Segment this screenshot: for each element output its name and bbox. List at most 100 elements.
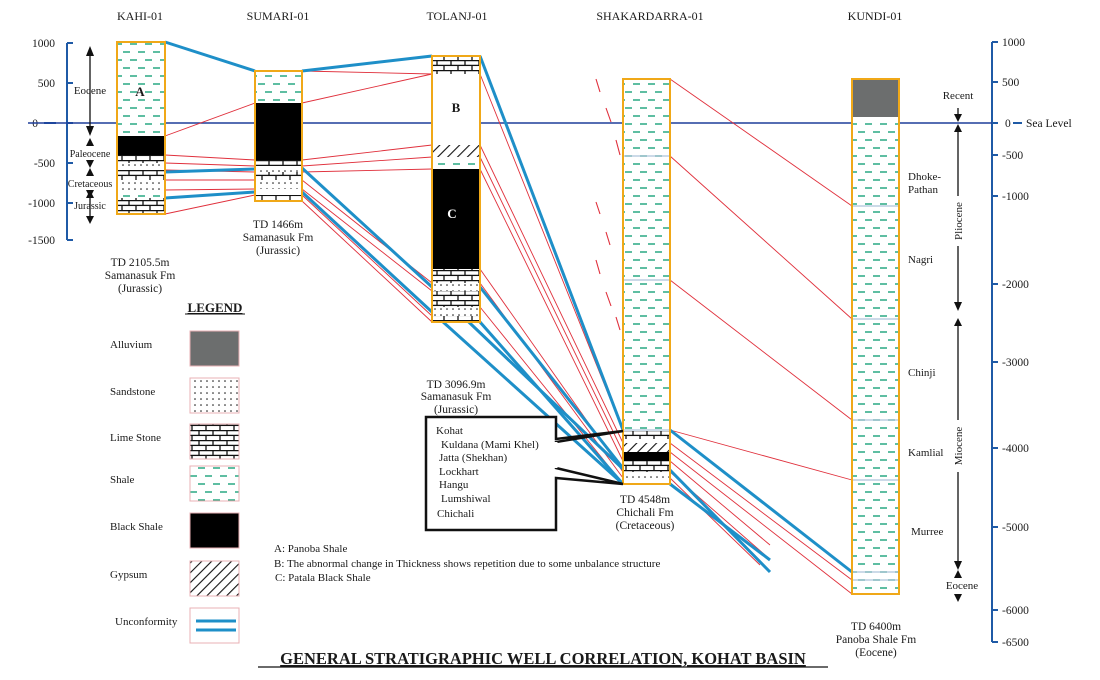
correlation-line (164, 194, 256, 215)
callout-item: Lockhart (439, 466, 479, 478)
callout-item: Kuldana (Mami Khel) (441, 439, 539, 451)
svg-text:Chichali Fm: Chichali Fm (616, 507, 673, 519)
unconformity-line (300, 190, 434, 314)
td-label-sumari: TD 1466m Samanasuk Fm (Jurassic) (243, 219, 314, 257)
well-title-sumari: SUMARI-01 (247, 9, 310, 23)
correlation-line (164, 162, 256, 167)
age-label-recent: Recent (943, 90, 974, 102)
legend-swatch-shale (189, 465, 240, 502)
formation-murree: Murree (911, 526, 943, 538)
td-label-kundi: TD 6400m Panoba Shale Fm (Eocene) (836, 621, 917, 659)
left-axis-tick-label: -1000 (28, 198, 55, 210)
well-title-tolanj: TOLANJ-01 (426, 9, 487, 23)
svg-text:(Jurassic): (Jurassic) (434, 404, 478, 416)
right-depth-axis: 10005000-500-1000-2000-3000-4000-5000-60… (991, 37, 1072, 649)
age-label-cretaceous: Cretaceous (68, 179, 113, 190)
svg-text:TD 3096.9m: TD 3096.9m (427, 379, 486, 391)
legend-label: Alluvium (110, 339, 153, 351)
right-axis-tick-label: -1000 (1002, 191, 1029, 203)
unconformity-line (478, 321, 625, 485)
callout-item: Kohat (436, 425, 463, 437)
correlation-line (164, 188, 256, 191)
note-c: C: Patala Black Shale (275, 572, 371, 584)
left-axis-tick-label: -500 (34, 158, 55, 170)
svg-text:TD 2105.5m: TD 2105.5m (111, 257, 170, 269)
correlation-line (301, 200, 433, 323)
legend-label: Sandstone (110, 386, 155, 398)
correlation-line (479, 144, 624, 444)
legend-label: Black Shale (110, 521, 163, 533)
well-column-tolanj: B C (431, 55, 481, 323)
formation-callout: Kohat Kuldana (Mami Khel) Jatta (Shekhan… (424, 415, 624, 532)
legend-label: Shale (110, 474, 135, 486)
notes: A: Panoba Shale B: The abnormal change i… (274, 543, 660, 584)
correlation-line (669, 451, 853, 595)
legend-label: Lime Stone (110, 432, 161, 444)
right-axis-tick-label: -2000 (1002, 279, 1029, 291)
svg-text:(Jurassic): (Jurassic) (118, 283, 162, 295)
fault-trace (595, 78, 621, 331)
unconformity-line (164, 190, 256, 200)
svg-text:TD 6400m: TD 6400m (851, 621, 901, 633)
sea-level-label: Sea Level (1026, 118, 1072, 130)
right-axis-tick-label: -6000 (1002, 605, 1029, 617)
note-a: A: Panoba Shale (274, 543, 347, 555)
td-label-kahi: TD 2105.5m Samanasuk Fm (Jurassic) (105, 257, 176, 295)
unconformity-line (669, 428, 853, 574)
legend-swatch-unconformity (189, 607, 240, 644)
well-column-sumari (254, 70, 303, 202)
legend-item-alluvium: Alluvium (110, 330, 240, 367)
legend-swatch-alluvium (189, 330, 240, 367)
correlation-line (479, 168, 624, 462)
well-title-shakardarra: SHAKARDARRA-01 (596, 9, 703, 23)
svg-text:TD 4548m: TD 4548m (620, 494, 670, 506)
correlation-line (669, 442, 853, 581)
legend-item-shale: Shale (110, 465, 240, 502)
legend-item-limestone: Lime Stone (110, 423, 240, 460)
correlation-line (301, 70, 433, 75)
legend-item-unconformity: Unconformity (115, 607, 240, 644)
left-axis-tick-label: 1000 (32, 38, 55, 50)
correlation-line (301, 188, 433, 292)
right-axis-tick-label: -500 (1002, 150, 1023, 162)
right-axis-tick-label: 1000 (1002, 37, 1025, 49)
callout-item: Hangu (439, 479, 469, 491)
legend-item-gypsum: Gypsum (110, 560, 240, 597)
legend-swatch-gypsum (189, 560, 240, 597)
svg-text:Samanasuk Fm: Samanasuk Fm (105, 270, 176, 282)
right-age-brackets (954, 108, 962, 602)
correlation-line (301, 144, 433, 161)
correlation-line (669, 460, 771, 546)
correlation-line (669, 78, 853, 207)
svg-text:Panoba Shale Fm: Panoba Shale Fm (836, 634, 917, 646)
unconformity-line (164, 40, 256, 73)
legend-swatch-sandstone (189, 377, 240, 414)
td-label-tolanj: TD 3096.9m Samanasuk Fm (Jurassic) (421, 379, 492, 416)
correlation-line (669, 429, 853, 481)
main-title: GENERAL STRATIGRAPHIC WELL CORRELATION, … (280, 649, 806, 668)
formation-nagri: Nagri (908, 254, 933, 266)
left-age-brackets (86, 46, 94, 224)
legend-item-blackshale: Black Shale (110, 512, 240, 549)
correlation-line (669, 477, 761, 566)
formation-kamlial: Kamlial (908, 447, 943, 459)
formation-dhoke-pathan-2: Pathan (908, 184, 938, 196)
svg-text:(Eocene): (Eocene) (855, 647, 897, 659)
correlation-line (301, 73, 433, 104)
legend-label: Unconformity (115, 616, 178, 628)
correlation-line (301, 156, 433, 167)
left-axis-tick-label: 0 (32, 118, 38, 130)
correlation-line (164, 154, 256, 161)
unconformity-line (478, 286, 628, 473)
correlation-line (479, 156, 624, 453)
correlation-line (669, 279, 853, 421)
legend-title: LEGEND (188, 300, 243, 315)
svg-text:(Jurassic): (Jurassic) (256, 245, 300, 257)
age-label-miocene: Miocene (953, 427, 965, 466)
svg-text:Samanasuk Fm: Samanasuk Fm (421, 391, 492, 403)
age-label-paleocene: Paleocene (70, 149, 111, 160)
legend-swatch-limestone (189, 423, 240, 460)
right-axis-tick-label: 500 (1002, 77, 1020, 89)
